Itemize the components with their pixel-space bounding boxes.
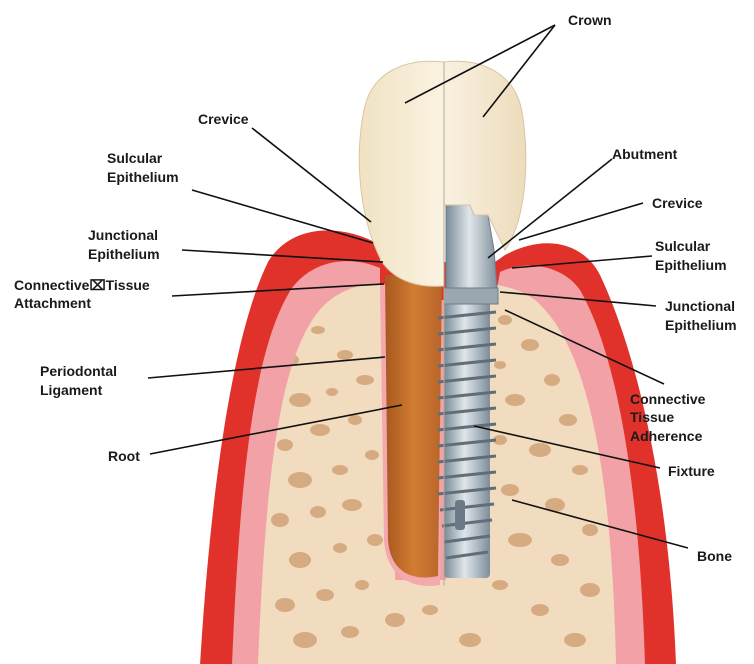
label-periodontal-ligament-line1: Periodontal [40,363,117,379]
label-crevice-left: Crevice [198,111,249,127]
label-periodontal-ligament-line2: Ligament [40,382,103,398]
label-connective-tissue-adherence-line3: Adherence [630,428,703,444]
label-junctional-epithelium-left-line2: Epithelium [88,246,160,262]
label-connective-tissue-adherence-line1: Connective [630,391,706,407]
natural-root [385,275,442,578]
label-connective-tissue-attachment-line2: Attachment [14,295,91,311]
label-sulcular-epithelium-right-line2: Epithelium [655,257,727,273]
fixture-vent [455,500,465,530]
label-connective-tissue-adherence-line2: Tissue [630,409,674,425]
leader-crevice-left [252,128,371,222]
label-sulcular-epithelium-right-line1: Sulcular [655,238,711,254]
label-junctional-epithelium-left-line1: Junctional [88,227,158,243]
label-junctional-epithelium-right-line2: Epithelium [665,317,737,333]
label-junctional-epithelium-right-line1: Junctional [665,298,735,314]
label-root: Root [108,448,140,464]
label-crevice-right: Crevice [652,195,703,211]
leader-crevice-right [519,203,643,240]
abutment-collar [444,288,498,304]
label-sulcular-epithelium-left-line2: Epithelium [107,169,179,185]
label-sulcular-epithelium-left-line1: Sulcular [107,150,163,166]
label-fixture: Fixture [668,463,715,479]
label-crown: Crown [568,12,612,28]
label-connective-tissue-attachment-line1: Connective⌧Tissue [14,277,150,293]
label-abutment: Abutment [612,146,678,162]
leader-sulcular-left [192,190,373,243]
label-bone: Bone [697,548,732,564]
